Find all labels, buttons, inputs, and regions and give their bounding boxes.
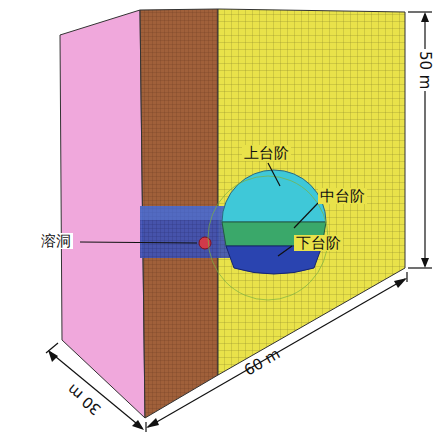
leader-line [294, 203, 318, 228]
leader-line [278, 246, 292, 256]
bench-label: 下台阶 [294, 235, 343, 252]
bench-label: 上台阶 [242, 145, 291, 162]
mesh-face [218, 9, 405, 375]
dimension-label: 30 m [62, 379, 105, 419]
upper-bench [222, 170, 326, 222]
cave-label: 溶洞 [39, 233, 73, 250]
bench-label: 中台阶 [318, 188, 367, 205]
karst-cave [199, 237, 211, 249]
side-face [60, 10, 145, 418]
leader-line [268, 163, 280, 186]
leader-line [80, 242, 197, 243]
dimension-label: 50 m [417, 49, 434, 91]
dimension-lines [46, 12, 432, 432]
